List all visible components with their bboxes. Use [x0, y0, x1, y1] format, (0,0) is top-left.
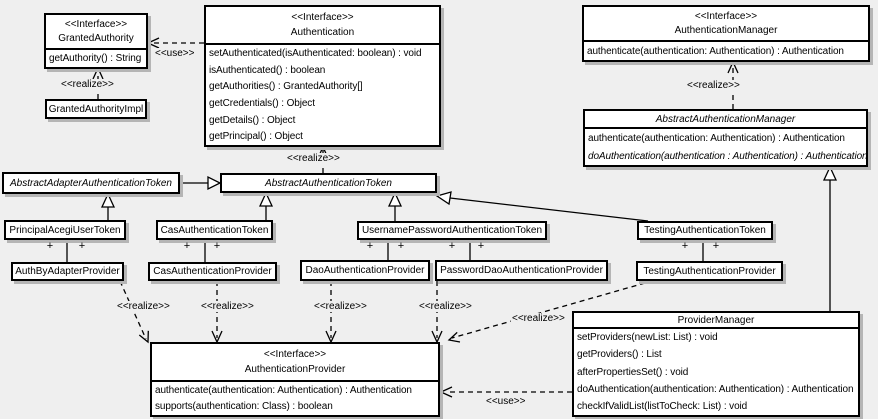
use-edge-authentication-grantedauthority — [146, 37, 204, 49]
method: doAuthentication(authentication: Authent… — [577, 383, 854, 395]
class-name: DaoAuthenticationProvider — [305, 265, 425, 276]
class-header: <<Interface>> AuthenticationManager — [584, 7, 868, 42]
class-granted-authority[interactable]: <<Interface>> GrantedAuthority getAuthor… — [44, 13, 148, 69]
stereotype-label: <<Interface>> — [263, 348, 327, 360]
realize-label: <<realize>> — [313, 301, 368, 312]
method: afterPropertiesSet() : void — [577, 366, 689, 378]
multiplicity-label: + — [477, 240, 485, 252]
class-username-password-authentication-token[interactable]: UsernamePasswordAuthenticationToken — [357, 221, 547, 240]
realize-label: <<realize>> — [286, 153, 341, 164]
stereotype-label: <<Interface>> — [291, 11, 354, 23]
class-auth-by-adapter-provider[interactable]: AuthByAdapterProvider — [11, 262, 124, 281]
class-header: <<Interface>> Authentication — [206, 7, 439, 45]
method: authenticate(authentication: Authenticat… — [588, 132, 845, 144]
multiplicity-label: + — [681, 240, 689, 252]
assoc-edges-token-provider — [66, 240, 704, 262]
realize-label: <<realize>> — [116, 301, 171, 312]
class-authentication-provider[interactable]: <<Interface>> AuthenticationProvider aut… — [150, 342, 440, 417]
stereotype-label: <<Interface>> — [694, 10, 758, 22]
realize-edge-testingprovider — [447, 282, 646, 343]
multiplicity-label: + — [397, 240, 405, 252]
class-name: Authentication — [290, 27, 355, 39]
class-testing-authentication-provider[interactable]: TestingAuthenticationProvider — [636, 261, 783, 281]
class-header: AbstractAuthenticationManager — [585, 111, 866, 129]
class-name: GrantedAuthority — [58, 33, 134, 45]
realize-label: <<realize>> — [418, 301, 473, 312]
method: getAuthorities() : GrantedAuthority[] — [209, 81, 363, 93]
gen-edge-principal-to-adapter — [100, 192, 116, 220]
class-name: CasAuthenticationToken — [160, 224, 269, 236]
class-name: PasswordDaoAuthenticationProvider — [440, 265, 603, 276]
multiplicity-label: + — [366, 240, 374, 252]
multiplicity-label: + — [46, 240, 54, 252]
class-principal-acegi-user-token[interactable]: PrincipalAcegiUserToken — [4, 220, 126, 240]
method: getProviders() : List — [577, 349, 662, 361]
realize-label: <<realize>> — [200, 301, 255, 312]
method: getCredentials() : Object — [209, 97, 315, 109]
class-name: TestingAuthenticationToken — [644, 225, 766, 236]
multiplicity-label: + — [712, 240, 720, 252]
class-name: AbstractAdapterAuthenticationToken — [10, 177, 172, 189]
class-abstract-authentication-token[interactable]: AbstractAuthenticationToken — [220, 173, 437, 193]
class-header: <<Interface>> AuthenticationProvider — [152, 344, 438, 382]
realize-label: <<realize>> — [511, 313, 566, 324]
gen-edge-testingtoken-to-abstracttoken — [435, 191, 649, 222]
gen-edge-adapter-to-abstracttoken — [180, 175, 222, 191]
class-name: TestingAuthenticationProvider — [643, 265, 776, 277]
method: getPrincipal() : Object — [209, 131, 303, 143]
use-label: <<use>> — [154, 48, 196, 59]
method: checkIfValidList(listToCheck: List) : vo… — [577, 400, 748, 412]
class-provider-manager[interactable]: ProviderManager setProviders(newList: Li… — [572, 311, 860, 417]
class-abstract-adapter-authentication-token[interactable]: AbstractAdapterAuthenticationToken — [2, 172, 180, 194]
class-password-dao-authentication-provider[interactable]: PasswordDaoAuthenticationProvider — [435, 260, 608, 281]
class-cas-authentication-token[interactable]: CasAuthenticationToken — [156, 220, 273, 240]
method: setAuthenticated(isAuthenticated: boolea… — [209, 47, 422, 59]
class-name: UsernamePasswordAuthenticationToken — [361, 225, 543, 236]
method: authenticate(authentication: Authenticat… — [155, 384, 412, 396]
class-authentication-manager[interactable]: <<Interface>> AuthenticationManager auth… — [582, 5, 870, 62]
method: authenticate(authentication: Authenticat… — [587, 45, 844, 57]
method: setProviders(newList: List) : void — [577, 332, 718, 344]
method: getDetails() : Object — [209, 114, 296, 126]
class-authentication[interactable]: <<Interface>> Authentication setAuthenti… — [204, 5, 441, 147]
realize-label: <<realize>> — [60, 79, 115, 90]
class-cas-authentication-provider[interactable]: CasAuthenticationProvider — [148, 262, 277, 281]
class-name: AuthenticationManager — [674, 25, 778, 37]
class-granted-authority-impl[interactable]: GrantedAuthorityImpl — [45, 99, 147, 119]
class-abstract-authentication-manager[interactable]: AbstractAuthenticationManager authentica… — [583, 109, 868, 167]
class-name: CasAuthenticationProvider — [153, 266, 272, 277]
multiplicity-label: + — [78, 240, 86, 252]
use-edge-providermanager-authenticationprovider — [439, 386, 572, 398]
class-name: GrantedAuthorityImpl — [48, 103, 144, 115]
method: isAuthenticated() : boolean — [209, 64, 326, 76]
class-name: AbstractAuthenticationManager — [655, 113, 796, 125]
class-testing-authentication-token[interactable]: TestingAuthenticationToken — [637, 221, 773, 240]
multiplicity-label: + — [183, 240, 191, 252]
realize-label: <<realize>> — [686, 80, 741, 91]
class-header: ProviderManager — [574, 313, 858, 329]
gen-edge-cas-to-abstracttoken — [258, 191, 274, 220]
gen-edge-usernamepassword-to-abstracttoken — [387, 191, 403, 221]
use-label: <<use>> — [485, 396, 527, 407]
class-name: PrincipalAcegiUserToken — [9, 224, 121, 236]
class-name: AuthenticationProvider — [244, 364, 346, 376]
multiplicity-label: + — [448, 240, 456, 252]
method: getAuthority() : String — [49, 53, 142, 64]
method: doAuthentication(authentication : Authen… — [588, 150, 866, 162]
class-dao-authentication-provider[interactable]: DaoAuthenticationProvider — [300, 260, 430, 281]
class-name: AuthByAdapterProvider — [15, 266, 120, 277]
stereotype-label: <<Interface>> — [64, 18, 128, 30]
multiplicity-label: + — [213, 240, 221, 252]
class-name: ProviderManager — [677, 314, 755, 326]
gen-edge-providermanager-to-abstractmanager — [822, 165, 838, 311]
method: supports(authentication: Class) : boolea… — [155, 401, 333, 413]
class-name: AbstractAuthenticationToken — [265, 177, 392, 189]
class-header: <<Interface>> GrantedAuthority — [46, 15, 146, 50]
